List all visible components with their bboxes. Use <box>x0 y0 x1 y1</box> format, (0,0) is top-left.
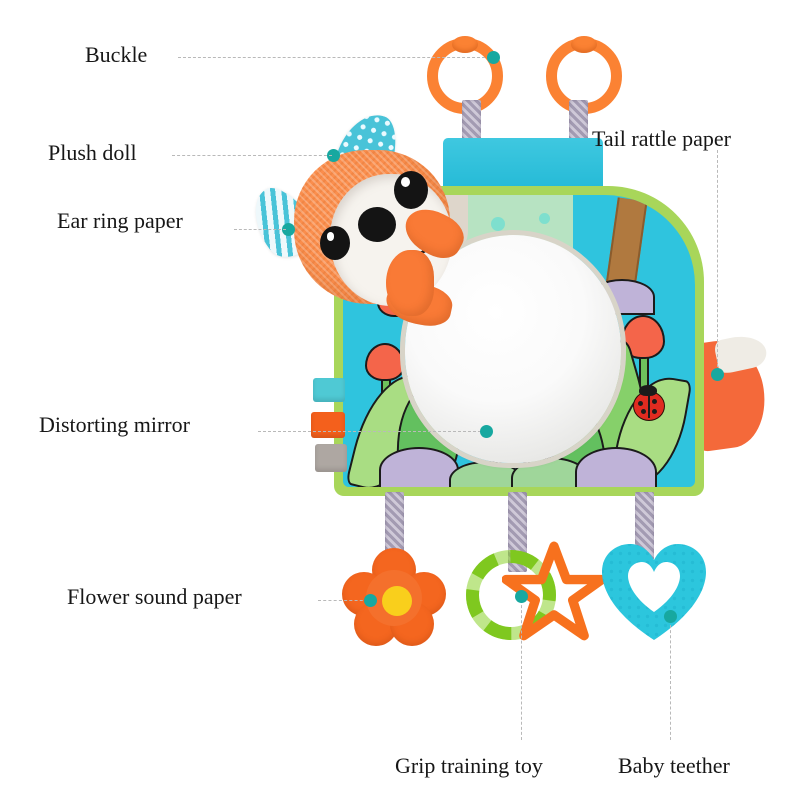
label-grip-training-toy: Grip training toy <box>395 753 543 778</box>
leader-line-plush-doll <box>172 155 332 156</box>
print-tulip <box>365 343 405 381</box>
label-buckle: Buckle <box>85 42 148 67</box>
top-teal-panel <box>443 138 603 193</box>
leader-line-buckle <box>178 57 490 58</box>
ladybug-spot <box>652 399 657 404</box>
ladybug-head <box>639 385 657 396</box>
ear-ring-marker <box>282 223 295 236</box>
hang-strap-teether <box>635 492 654 560</box>
label-ear-ring-paper: Ear ring paper <box>57 208 183 233</box>
heart-teether[interactable] <box>598 540 710 644</box>
ladybug-spot <box>638 401 643 406</box>
flower-center <box>382 586 412 616</box>
leader-line-flower-sound-paper <box>318 600 368 601</box>
distorting-mirror-marker <box>480 425 493 438</box>
print-ground-bump <box>449 461 523 487</box>
tail-rattle-marker <box>711 368 724 381</box>
label-plush-doll: Plush doll <box>48 140 137 165</box>
buckle-ring-left-knot <box>452 36 478 53</box>
buckle-ring-right-knot <box>571 36 597 53</box>
fox-nose <box>358 207 396 242</box>
buckle-strap-right <box>569 100 588 148</box>
flower-sound-marker <box>364 594 377 607</box>
buckle-strap-left <box>462 100 481 148</box>
label-baby-teether: Baby teether <box>618 753 730 778</box>
leader-line-tail-rattle-paper <box>717 150 718 372</box>
label-tail-rattle-paper: Tail rattle paper <box>592 126 731 151</box>
leader-line-distorting-mirror <box>258 431 486 432</box>
print-ground-bump <box>575 447 657 487</box>
label-flower-sound-paper: Flower sound paper <box>67 584 242 609</box>
baby-teether-marker <box>664 610 677 623</box>
print-ground-bump <box>379 447 459 487</box>
fox-eye-right <box>394 171 428 209</box>
print-dot <box>491 217 505 231</box>
leader-line-baby-teether <box>670 620 671 740</box>
label-distorting-mirror: Distorting mirror <box>39 412 190 437</box>
fox-tail-tip <box>713 331 769 375</box>
buckle-marker <box>487 51 500 64</box>
side-tag-teal[interactable] <box>313 378 345 402</box>
grip-star-orange[interactable] <box>502 540 606 644</box>
ladybug-spot <box>641 409 646 414</box>
plush-doll-marker <box>327 149 340 162</box>
grip-training-marker <box>515 590 528 603</box>
side-tag-gray[interactable] <box>315 444 347 472</box>
leader-line-ear-ring-paper <box>234 229 286 230</box>
side-tag-orange[interactable] <box>311 412 345 438</box>
fox-eye-left <box>320 226 350 260</box>
print-dot <box>539 213 550 224</box>
ladybug-spot <box>652 409 657 414</box>
leader-line-grip-training-toy <box>521 600 522 740</box>
hang-strap-flower <box>385 492 404 558</box>
flower-sound-toy[interactable] <box>342 548 446 648</box>
fox-body <box>386 250 434 316</box>
